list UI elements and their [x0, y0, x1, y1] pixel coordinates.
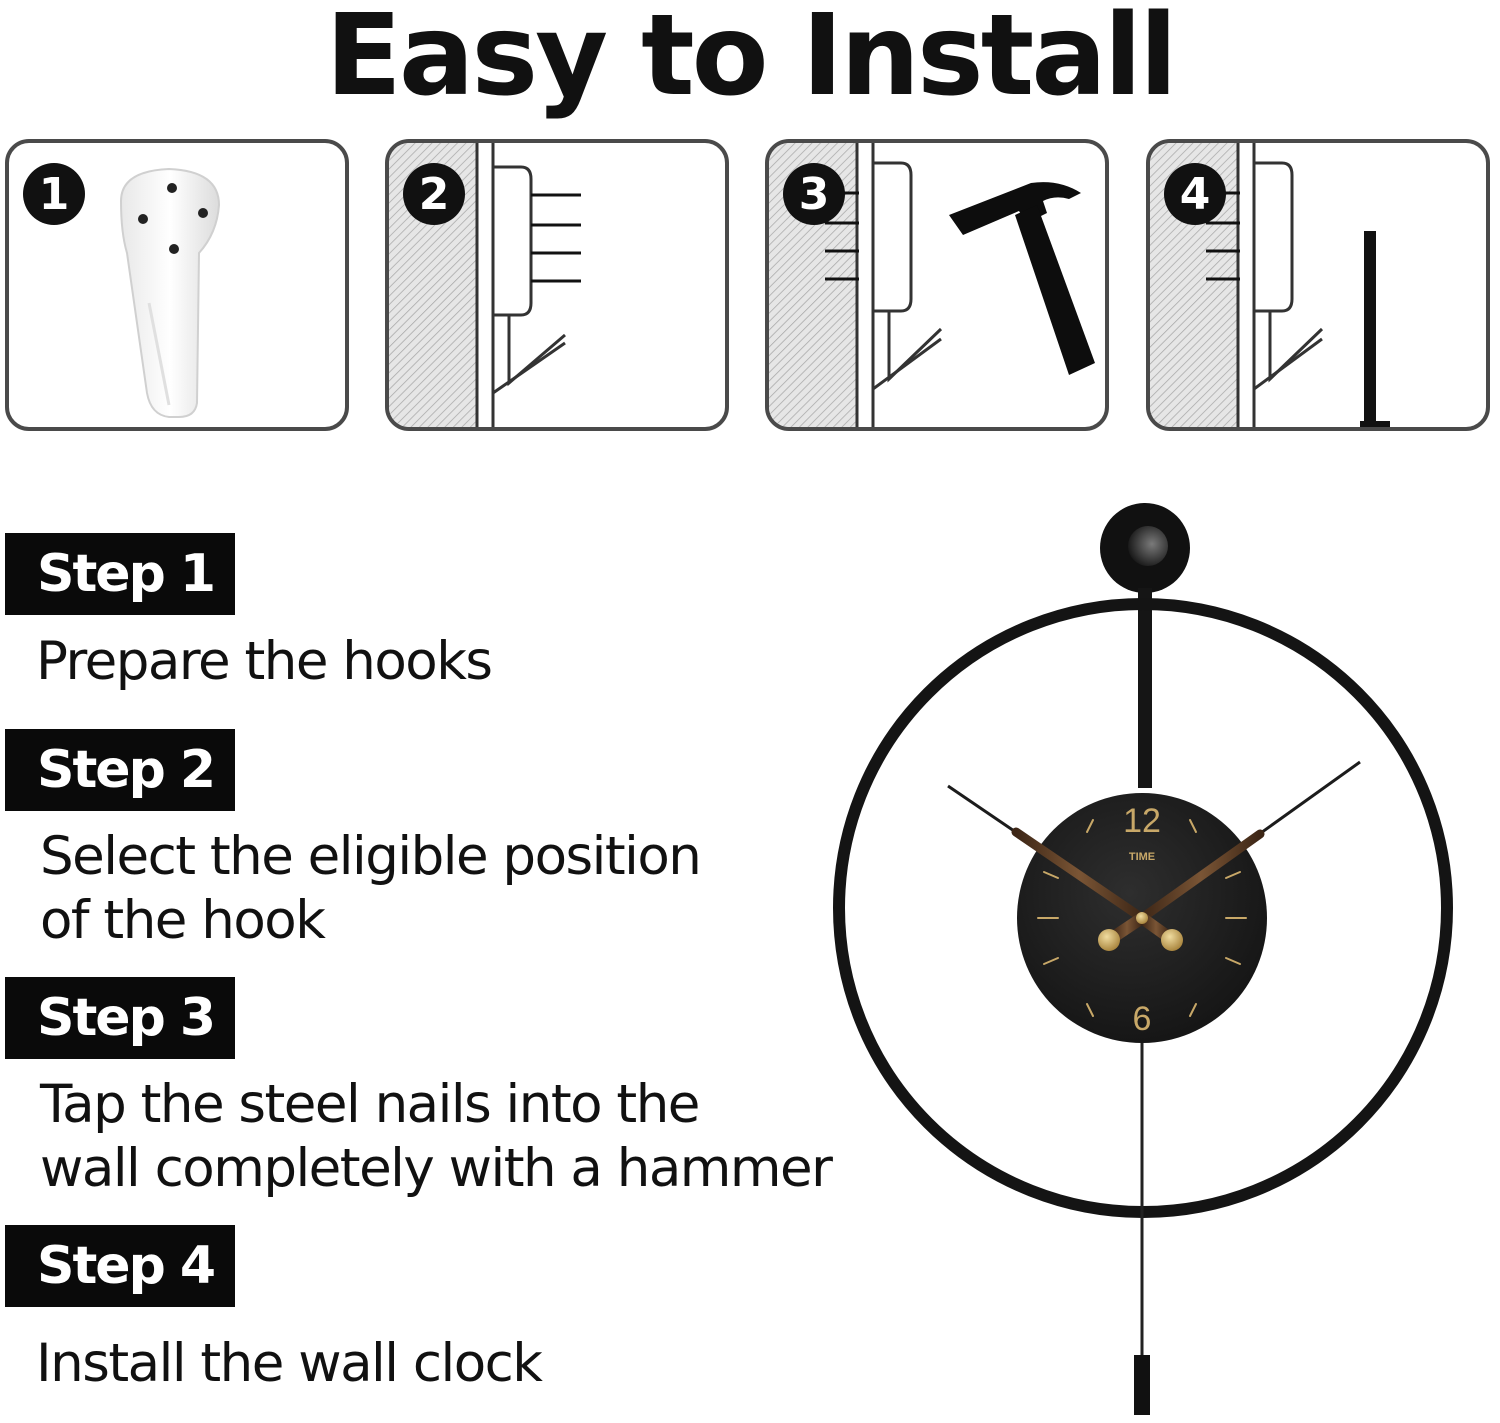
step-2-label: Step 2 — [5, 729, 235, 811]
step-4-description: Install the wall clock — [36, 1333, 543, 1394]
install-panel-4: 4 — [1146, 139, 1490, 431]
step-number-badge-2: 2 — [403, 163, 465, 225]
step-3-description: Tap the steel nails into the wall comple… — [40, 1074, 833, 1199]
numeral-12: 12 — [1123, 802, 1161, 840]
install-panel-3: 3 — [765, 139, 1109, 431]
step-4-label: Step 4 — [5, 1225, 235, 1307]
step-2-description: Select the eligible position of the hook — [40, 826, 702, 951]
numeral-6: 6 — [1133, 1000, 1152, 1038]
wall-hook-icon — [119, 167, 221, 418]
step-1-label: Step 1 — [5, 533, 235, 615]
dial-brand: TIME — [1129, 851, 1155, 863]
step-number-badge-3: 3 — [783, 163, 845, 225]
page-title: Easy to Install — [325, 0, 1177, 121]
install-panel-2: 2 — [385, 139, 729, 431]
step-number-badge-4: 4 — [1164, 163, 1226, 225]
step-1-description: Prepare the hooks — [36, 631, 493, 692]
step-3-label: Step 3 — [5, 977, 235, 1059]
step-number-badge-1: 1 — [23, 163, 85, 225]
install-panel-1: 1 — [5, 139, 349, 431]
pendulum-wall-clock-icon: 12 TIME 6 — [833, 503, 1453, 1415]
